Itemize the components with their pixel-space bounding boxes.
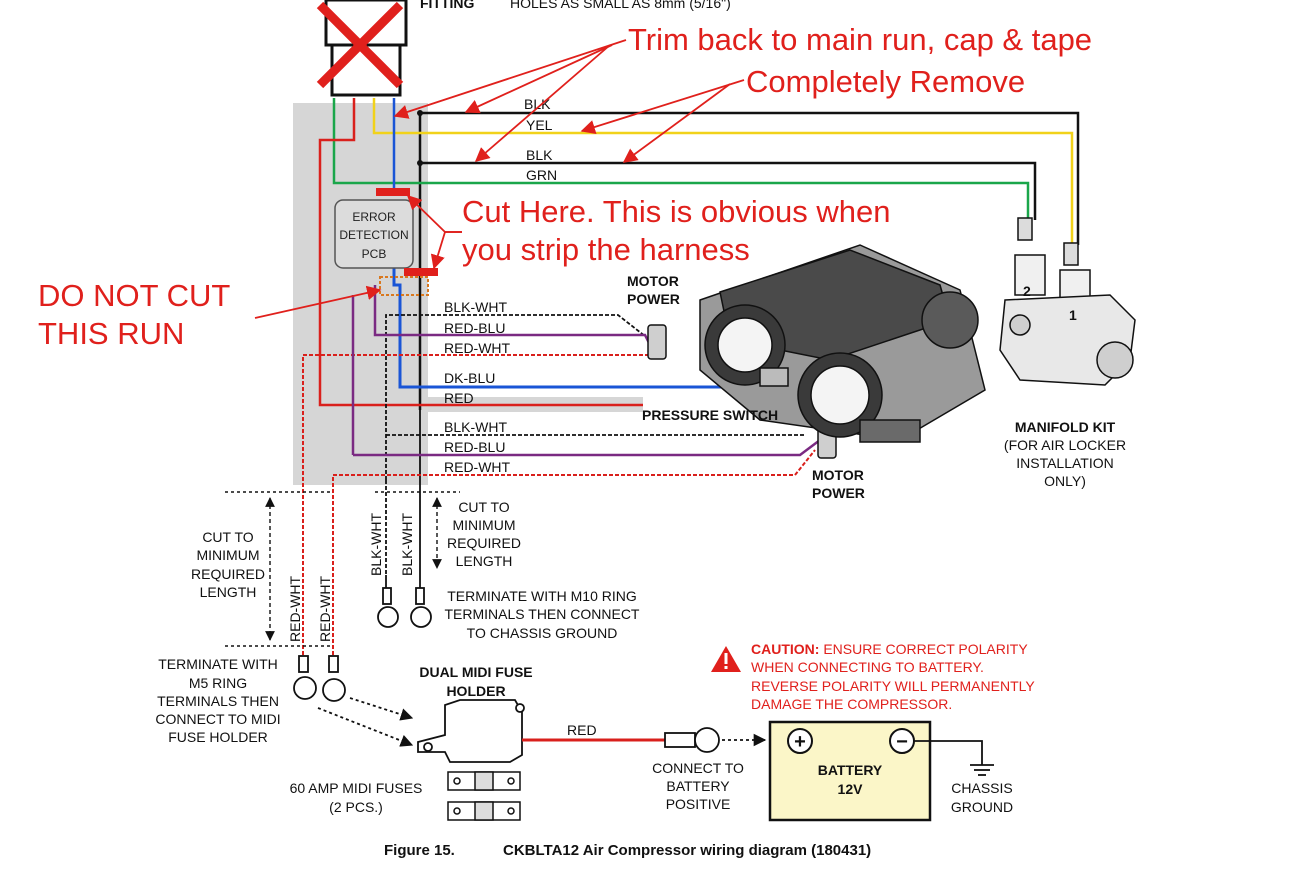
fuse-holder-line-1: DUAL MIDI FUSE [419,664,532,680]
wire-label-dk-blu: DK-BLU [444,370,495,386]
m5-line-2: M5 RING [189,675,247,691]
fuse-holder-line-2: HOLDER [446,683,505,699]
pcb-line-1: ERROR [352,210,396,224]
cut-right-1: CUT TO [458,499,509,515]
manifold-kit-illustration [999,217,1136,386]
lower-wire-group [332,295,821,655]
wire-label-upper-red-wht: RED-WHT [444,340,511,356]
battery-plus: + [794,731,806,753]
cut-right-4: LENGTH [456,553,513,569]
m5-ring-terminals [293,655,414,747]
caution-line-1-rest: ENSURE CORRECT POLARITY [819,641,1028,657]
do-not-cut-note-1: DO NOT CUT [38,278,230,313]
m5-line-1: TERMINATE WITH [158,656,278,672]
trim-back-note: Trim back to main run, cap & tape [628,22,1092,57]
cut-here-note-1: Cut Here. This is obvious when [462,194,890,229]
motor-power-connector-top [647,324,667,360]
holes-label: HOLES AS SMALL AS 8mm (5/16") [510,0,731,11]
solenoid-1-label: 1 [1069,307,1077,323]
caution-line-4: DAMAGE THE COMPRESSOR. [751,696,952,712]
chassis-ground-line-2: GROUND [951,799,1013,815]
caution-line-1: CAUTION: ENSURE CORRECT POLARITY [751,641,1028,657]
motor-power-bottom-2: POWER [812,485,865,501]
m5-line-5: FUSE HOLDER [168,729,268,745]
m10-line-1: TERMINATE WITH M10 RING [447,588,637,604]
cut-here-note-2: you strip the harness [462,232,750,267]
manifold-kit-line-1: (FOR AIR LOCKER [1004,437,1126,453]
motor-power-bottom-1: MOTOR [812,467,864,483]
vertical-label-red-wht-1: RED-WHT [287,575,303,642]
midi-fuse-holder [417,699,525,763]
pcb-line-3: PCB [362,247,387,261]
wire-label-blk-2: BLK [526,147,553,163]
figure-number: Figure 15. [384,842,455,859]
red-wire-label: RED [567,722,597,738]
cut-right-2: MINIMUM [453,517,516,533]
m5-line-4: CONNECT TO MIDI [155,711,280,727]
cut-left-4: LENGTH [200,584,257,600]
pcb-line-2: DETECTION [339,228,408,242]
caution-warning-icon [711,646,741,672]
fitting-crossed-out [316,0,408,97]
motor-power-top-2: POWER [627,291,680,307]
error-detection-pcb [334,199,414,269]
battery-positive-line-2: BATTERY [666,778,730,794]
battery-minus: − [896,731,908,753]
chassis-ground-symbol [914,740,994,776]
compressor-illustration [699,244,986,443]
fuses-line-2: (2 PCS.) [329,799,383,815]
pressure-switch-label: PRESSURE SWITCH [642,407,778,423]
m10-ring-terminals [377,575,432,628]
cut-mark-bottom [404,268,438,276]
wire-label-blk-1: BLK [524,96,551,112]
caution-line-3: REVERSE POLARITY WILL PERMANENTLY [751,678,1035,694]
chassis-ground-line-1: CHASSIS [951,780,1012,796]
battery-positive-terminal [664,727,767,753]
fitting-label: FITTING [420,0,475,11]
wire-label-grn: GRN [526,167,557,183]
wire-label-lower-red-blu: RED-BLU [444,439,505,455]
caution-line-2: WHEN CONNECTING TO BATTERY. [751,659,984,675]
m10-line-3: TO CHASSIS GROUND [467,625,618,641]
fuses-line-1: 60 AMP MIDI FUSES [290,780,423,796]
motor-power-top-1: MOTOR [627,273,679,289]
cut-left-3: REQUIRED [191,566,265,582]
solenoid-2-label: 2 [1023,283,1031,299]
cut-right-3: REQUIRED [447,535,521,551]
battery-positive-line-1: CONNECT TO [652,760,744,776]
cut-left-1: CUT TO [202,529,253,545]
wire-label-lower-red-wht: RED-WHT [444,459,511,475]
wire-label-upper-blk-wht: BLK-WHT [444,299,507,315]
wire-label-red: RED [444,390,474,406]
cut-mark-top [376,188,410,196]
vertical-label-blk-wht-1: BLK-WHT [368,513,384,576]
completely-remove-note: Completely Remove [746,64,1025,99]
manifold-kit-line-2: INSTALLATION [1016,455,1114,471]
vertical-label-blk-wht-2: BLK-WHT [399,513,415,576]
cut-dimension-left [225,491,330,647]
manifold-kit-line-3: ONLY) [1044,473,1086,489]
wire-label-yel: YEL [526,117,553,133]
battery-voltage: 12V [838,781,864,797]
wire-label-upper-red-blu: RED-BLU [444,320,505,336]
caution-lead: CAUTION: [751,641,819,657]
m5-line-3: TERMINALS THEN [157,693,279,709]
m10-line-2: TERMINALS THEN CONNECT [445,606,640,622]
cut-left-2: MINIMUM [197,547,260,563]
vertical-label-red-wht-2: RED-WHT [317,575,333,642]
figure-title: CKBLTA12 Air Compressor wiring diagram (… [503,842,871,859]
cut-dimension-right [375,491,460,569]
battery-label: BATTERY [818,762,883,778]
wire-label-lower-blk-wht: BLK-WHT [444,419,507,435]
midi-fuses [447,771,521,821]
manifold-kit-title: MANIFOLD KIT [1015,419,1116,435]
do-not-cut-note-2: THIS RUN [38,316,184,351]
battery-plus-terminal [787,728,813,754]
annotation-arrows [254,39,745,319]
battery-positive-line-3: POSITIVE [666,796,731,812]
